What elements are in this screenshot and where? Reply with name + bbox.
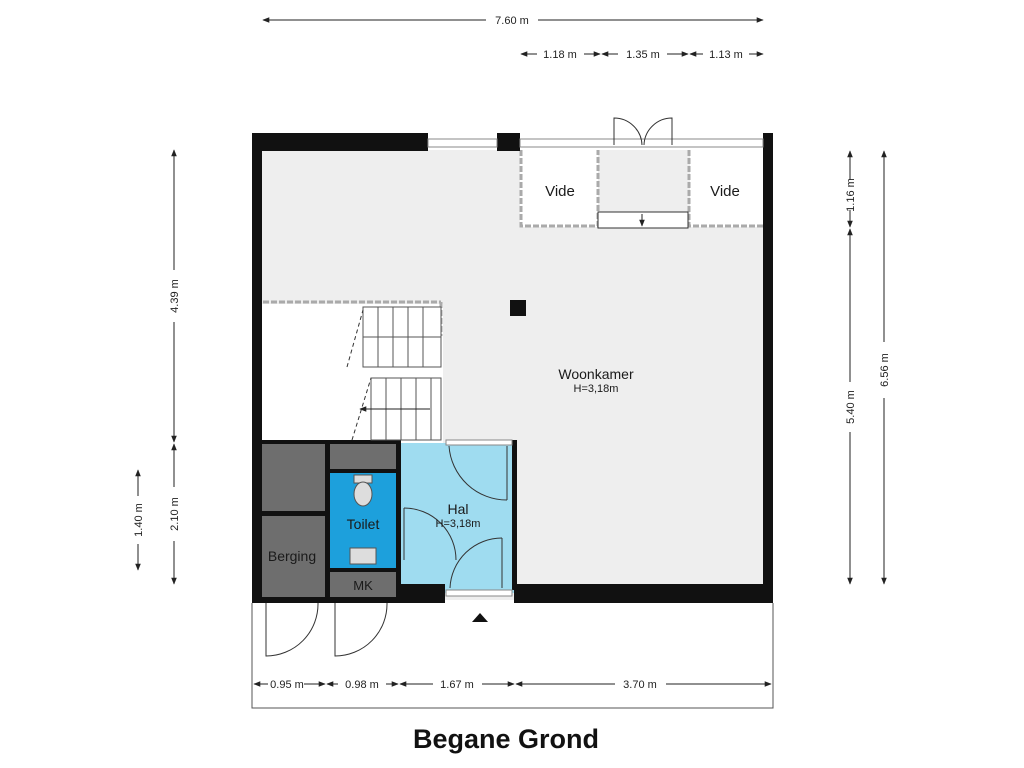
vide-left-floor — [520, 150, 598, 227]
room-height-hal: H=3,18m — [436, 518, 481, 530]
dim-left-inner: 1.40 m — [133, 503, 145, 537]
entrance-arrow — [472, 613, 488, 622]
vide-right-floor — [690, 150, 766, 227]
room-label-vide-right: Vide — [710, 183, 740, 200]
stair-dash-1 — [346, 309, 364, 368]
room-label-hal: Hal — [447, 501, 468, 517]
dim-right-outer: 6.56 m — [879, 353, 891, 387]
dim-right-inner-1: 1.16 m — [845, 178, 857, 212]
room-label-woonkamer: Woonkamer — [558, 366, 634, 382]
berging-upper-floor — [261, 443, 325, 511]
dim-bottom-seg-1: 0.95 m — [270, 679, 304, 691]
dim-top-total: 7.60 m — [495, 15, 529, 27]
hal-doors — [403, 445, 508, 589]
toilet-fixture — [353, 474, 373, 507]
dim-bottom-seg-2: 0.98 m — [345, 679, 379, 691]
dim-left-outer-2: 2.10 m — [169, 497, 181, 531]
berging-floor — [261, 516, 325, 597]
dim-top-seg-1: 1.18 m — [543, 49, 577, 61]
windows-top — [427, 138, 764, 148]
hal-window-bottom — [445, 589, 513, 597]
room-height-woonkamer: H=3,18m — [574, 383, 619, 395]
dim-left-outer-1: 4.39 m — [169, 279, 181, 313]
stair-dash-2 — [351, 377, 372, 441]
vide-railing — [597, 211, 689, 229]
door-french-top — [613, 117, 673, 146]
dimension-lines — [135, 17, 887, 687]
room-label-berging: Berging — [268, 548, 316, 564]
dim-bottom-seg-3: 1.67 m — [440, 679, 474, 691]
floor-title: Begane Grond — [413, 724, 599, 754]
mk-floor — [330, 572, 396, 597]
sink-fixture — [349, 547, 377, 565]
room-label-vide-left: Vide — [545, 183, 575, 200]
dim-bottom-seg-4: 3.70 m — [623, 679, 657, 691]
room-label-mk: MK — [353, 578, 373, 593]
dim-top-seg-3: 1.13 m — [709, 49, 743, 61]
hal-window-top — [445, 439, 513, 446]
toilet-upper-floor — [330, 443, 396, 469]
outdoor-outline — [251, 603, 774, 709]
dim-right-inner-2: 5.40 m — [845, 390, 857, 424]
outdoor-doors — [265, 602, 388, 657]
dim-top-seg-2: 1.35 m — [626, 49, 660, 61]
room-label-toilet: Toilet — [347, 516, 380, 532]
hal-floor — [400, 443, 514, 593]
walls — [252, 133, 773, 603]
